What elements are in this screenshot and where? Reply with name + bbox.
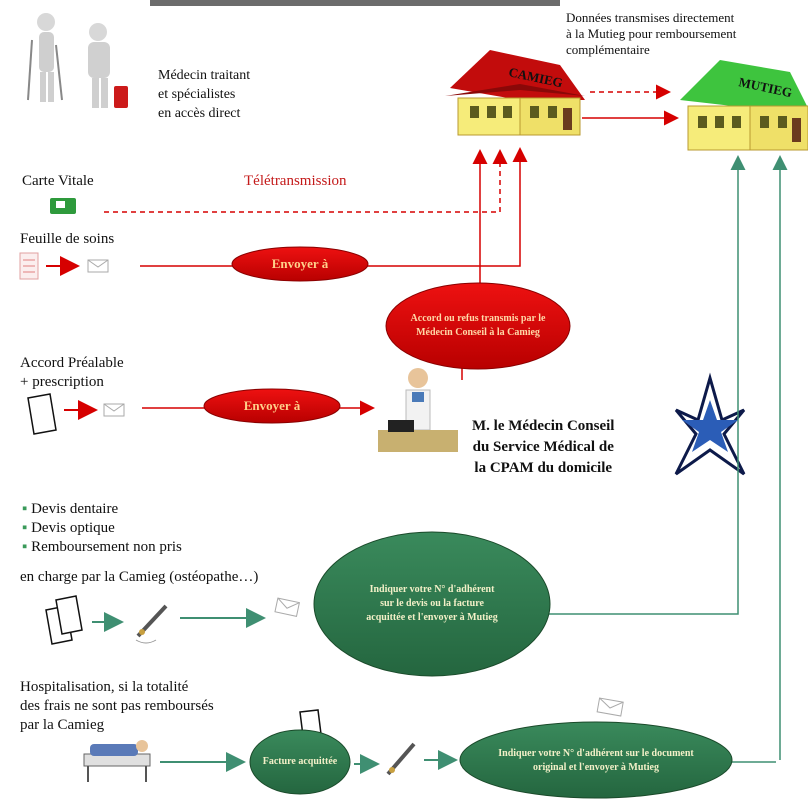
accord-refus-text: Accord ou refus transmis par le Médecin … [410, 313, 546, 338]
devis-item-3: ▪ Remboursement non pris [22, 539, 182, 555]
devis-item-1: ▪ Devis dentaire [22, 501, 119, 517]
hospitalisation-text: Hospitalisation, si la totalité des frai… [20, 678, 214, 735]
accord-prealable-line-2: + prescription [20, 374, 104, 390]
hospital-bed-icon [83, 740, 151, 782]
teletransmission-line [104, 149, 508, 213]
medecin-conseil-text: M. le Médecin Conseil du Service Médical… [472, 416, 614, 479]
camieg-house-icon [445, 50, 585, 136]
envelope-icon-3 [274, 597, 300, 617]
hospitalisation-line-3: par la Camieg [20, 717, 105, 733]
accord-prealable-text: Accord Préalable + prescription [20, 354, 124, 392]
envoyer-a-ellipse-2 [203, 388, 341, 424]
mutieg-note-line-2: à la Mutieg pour remboursement [566, 26, 737, 41]
accord-prealable-line-1: Accord Préalable [20, 355, 124, 371]
doctors-text-line-3: en accès direct [158, 106, 241, 121]
envoyer-a-text-1: Envoyer à [271, 256, 329, 271]
doctors-text: Médecin traitant et spécialistes en accè… [158, 66, 250, 123]
medecin-conseil-line-3: la CPAM du domicile [474, 460, 613, 476]
devis-extra: en charge par la Camieg (ostéopathe…) [20, 569, 259, 585]
star-icon [674, 372, 746, 476]
prescription-document-icon [27, 393, 57, 435]
pen-icon-2 [386, 742, 416, 776]
facture-acquittee-ellipse [249, 729, 351, 795]
mutieg-house-icon [680, 60, 808, 151]
indiquer-text-2: Indiquer votre N° d'adhérent sur le docu… [498, 748, 694, 773]
envelope-icon-4 [596, 697, 624, 717]
hospitalisation-line-2: des frais ne sont pas remboursés [20, 698, 214, 714]
feuille-document-icon [19, 252, 39, 280]
top-band [150, 0, 560, 6]
mutieg-note-line-1: Données transmises directement [566, 10, 735, 25]
devis-to-mutieg-line [524, 155, 746, 615]
feuille-de-soins-label: Feuille de soins [20, 231, 115, 247]
devis-list: ▪ Devis dentaire ▪ Devis optique ▪ Rembo… [22, 500, 182, 557]
doctors-text-line-1: Médecin traitant [158, 68, 251, 83]
indiquer-ellipse-2 [459, 721, 733, 799]
medecin-conseil-line-2: du Service Médical de [472, 439, 614, 455]
doctors-figures-icon [27, 13, 128, 108]
mutieg-note: Données transmises directement à la Muti… [566, 10, 736, 58]
pen-icon [135, 604, 168, 644]
hospitalisation-line-1: Hospitalisation, si la totalité [20, 679, 189, 695]
envoyer-a-text-2: Envoyer à [243, 398, 301, 413]
envelope-icon-2 [103, 403, 125, 417]
indiquer-text-1: Indiquer votre N° d'adhérent sur le devi… [366, 584, 498, 623]
devis-item-2: ▪ Devis optique [22, 520, 115, 536]
medecin-conseil-icon [378, 368, 458, 452]
medecin-conseil-line-1: M. le Médecin Conseil [472, 418, 615, 434]
accord-refus-ellipse [385, 282, 571, 370]
teletransmission-label: Télétransmission [244, 173, 347, 189]
indiquer-ellipse-1 [313, 531, 551, 677]
doctors-text-line-2: et spécialistes [158, 87, 236, 102]
mutieg-note-line-3: complémentaire [566, 42, 650, 57]
carte-vitale-label: Carte Vitale [22, 173, 94, 189]
envoyer-a-ellipse-1 [231, 246, 369, 282]
devis-documents-icon [45, 595, 83, 645]
facture-acquittee-text: Facture acquittée [262, 756, 338, 767]
envelope-icon [87, 259, 109, 273]
